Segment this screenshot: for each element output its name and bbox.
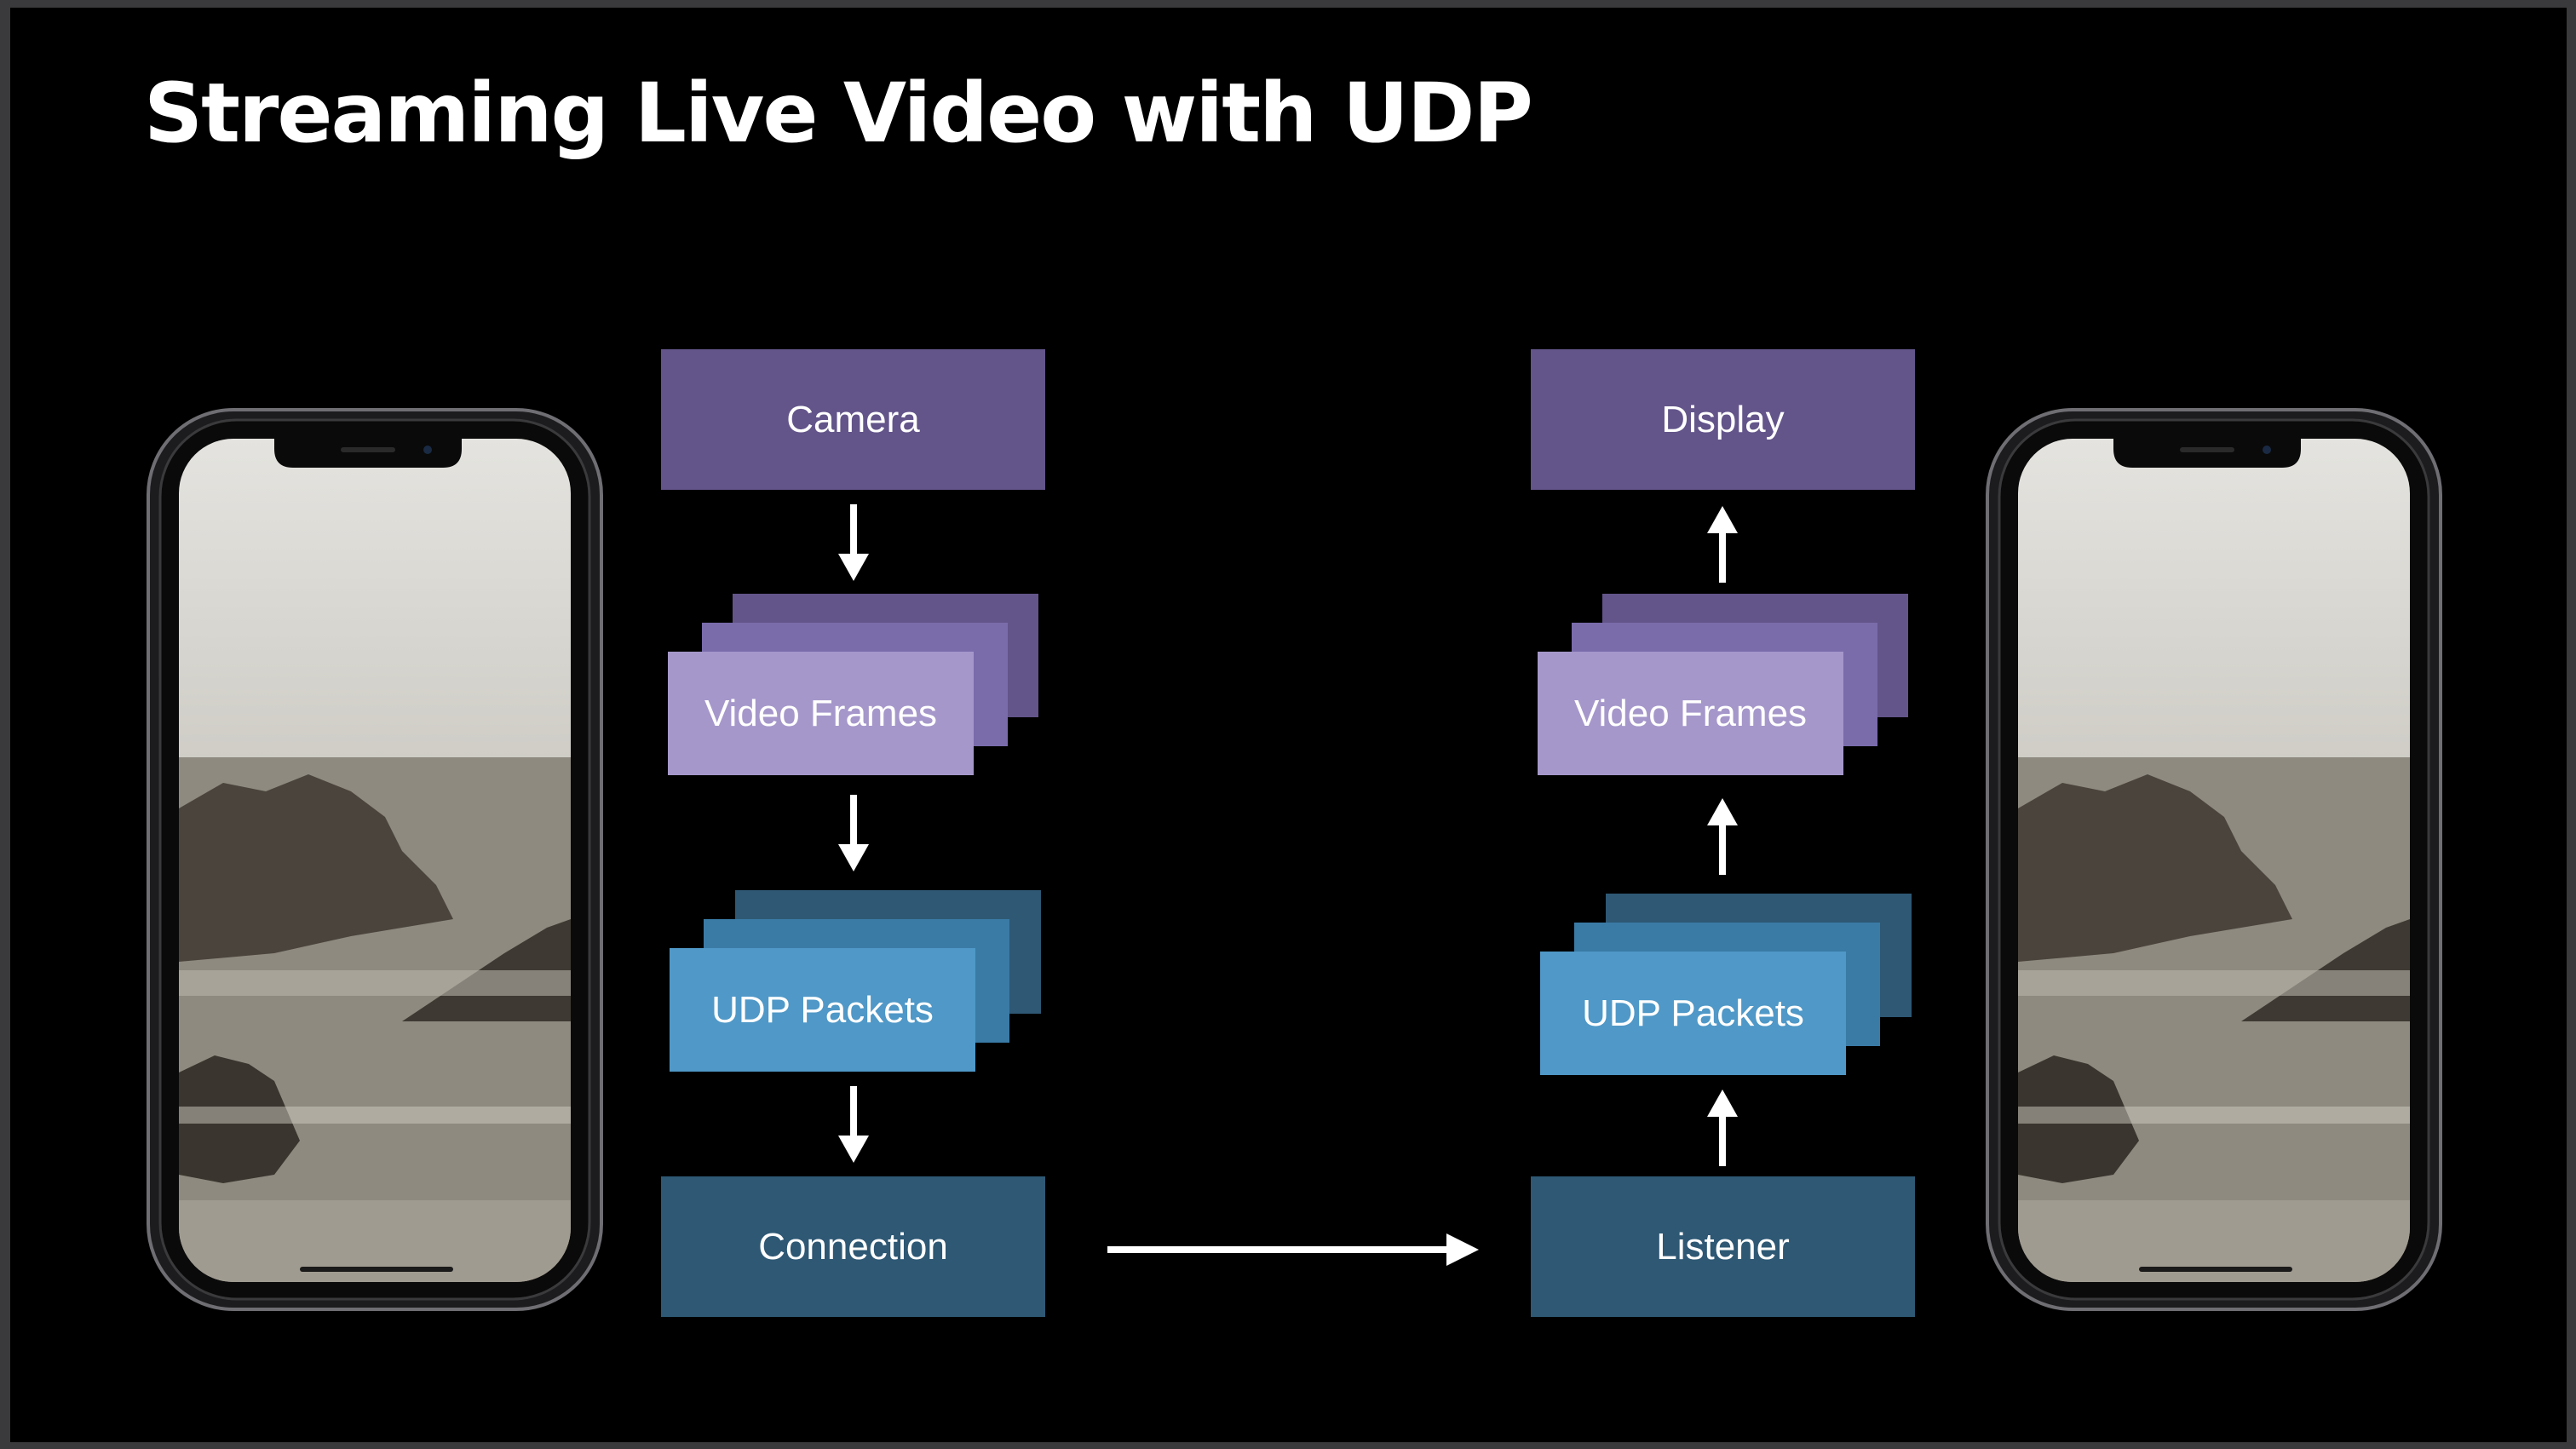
udp-packets-box: UDP Packets (670, 948, 975, 1072)
listener-box: Listener (1531, 1176, 1915, 1317)
camera-box: Camera (661, 349, 1045, 490)
video-frames-box: Video Frames (1538, 652, 1843, 775)
receiver-phone-image (1986, 408, 2442, 1311)
udp-packets-box: UDP Packets (1540, 952, 1846, 1075)
udp-packets-label: UDP Packets (711, 988, 934, 1031)
display-label: Display (1661, 398, 1785, 440)
udp-packets-label: UDP Packets (1582, 992, 1804, 1034)
arrow-down-icon (838, 504, 869, 581)
arrow-right-icon (1107, 1233, 1479, 1266)
video-frames-label: Video Frames (704, 692, 938, 734)
slide: Streaming Live Video with UDP (10, 8, 2567, 1442)
arrow-up-icon (1707, 1090, 1738, 1166)
slide-title: Streaming Live Video with UDP (144, 66, 1533, 161)
arrow-up-icon (1707, 506, 1738, 583)
camera-label: Camera (786, 398, 920, 440)
sender-phone-image (147, 408, 603, 1311)
listener-label: Listener (1656, 1225, 1790, 1268)
video-frames-box: Video Frames (668, 652, 974, 775)
display-box: Display (1531, 349, 1915, 490)
arrow-down-icon (838, 1086, 869, 1163)
connection-label: Connection (758, 1225, 948, 1268)
arrow-down-icon (838, 795, 869, 871)
arrow-up-icon (1707, 798, 1738, 875)
connection-box: Connection (661, 1176, 1045, 1317)
video-frames-label: Video Frames (1573, 692, 1808, 734)
